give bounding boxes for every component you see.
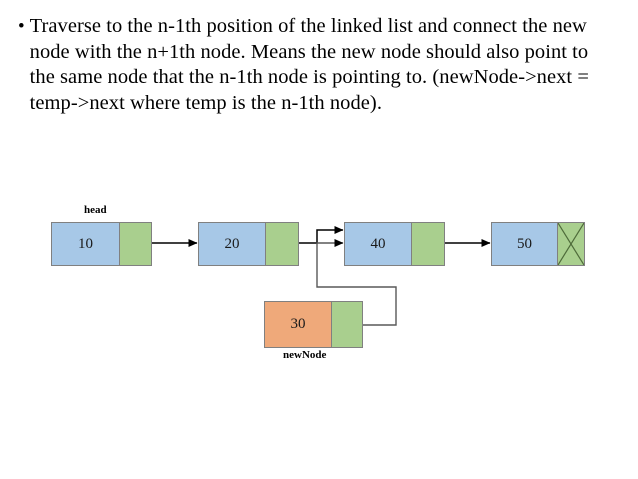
list-node-50[interactable]: 50 <box>491 222 585 266</box>
diagram-connectors <box>152 226 491 326</box>
list-node-10[interactable]: 10 <box>51 222 152 266</box>
newnode-label: newNode <box>283 349 327 361</box>
null-cross-icon <box>558 223 584 265</box>
bullet-text: Traverse to the n-1th position of the li… <box>29 15 589 114</box>
node-50-data: 50 <box>492 223 557 265</box>
node-10-value: 10 <box>78 235 93 252</box>
bullet-marker-icon: • <box>18 16 25 37</box>
node-40-pointer <box>411 223 444 265</box>
node-30-pointer <box>331 302 362 347</box>
node-50-value: 50 <box>517 235 532 252</box>
head-label: head <box>84 204 107 216</box>
list-node-new-30[interactable]: 30 <box>264 301 363 348</box>
node-30-data: 30 <box>265 302 331 347</box>
node-40-value: 40 <box>370 235 386 252</box>
node-10-data: 10 <box>52 223 119 265</box>
node-20-value: 20 <box>224 235 240 252</box>
node-10-pointer <box>119 223 151 265</box>
arrow-node20-to-node40 <box>299 226 344 244</box>
node-40-data: 40 <box>345 223 411 265</box>
bullet-paragraph: • Traverse to the n-1th position of the … <box>18 14 618 116</box>
list-node-40[interactable]: 40 <box>344 222 445 266</box>
linked-list-diagram: 10 head 20 40 50 30 ne <box>0 185 638 385</box>
node-30-value: 30 <box>290 316 306 332</box>
node-50-null-pointer <box>557 223 584 265</box>
arrow-newnode-to-node40 <box>316 239 397 326</box>
list-node-20[interactable]: 20 <box>198 222 299 266</box>
bullet-row: • Traverse to the n-1th position of the … <box>18 14 618 116</box>
node-20-data: 20 <box>199 223 265 265</box>
node-20-pointer <box>265 223 298 265</box>
